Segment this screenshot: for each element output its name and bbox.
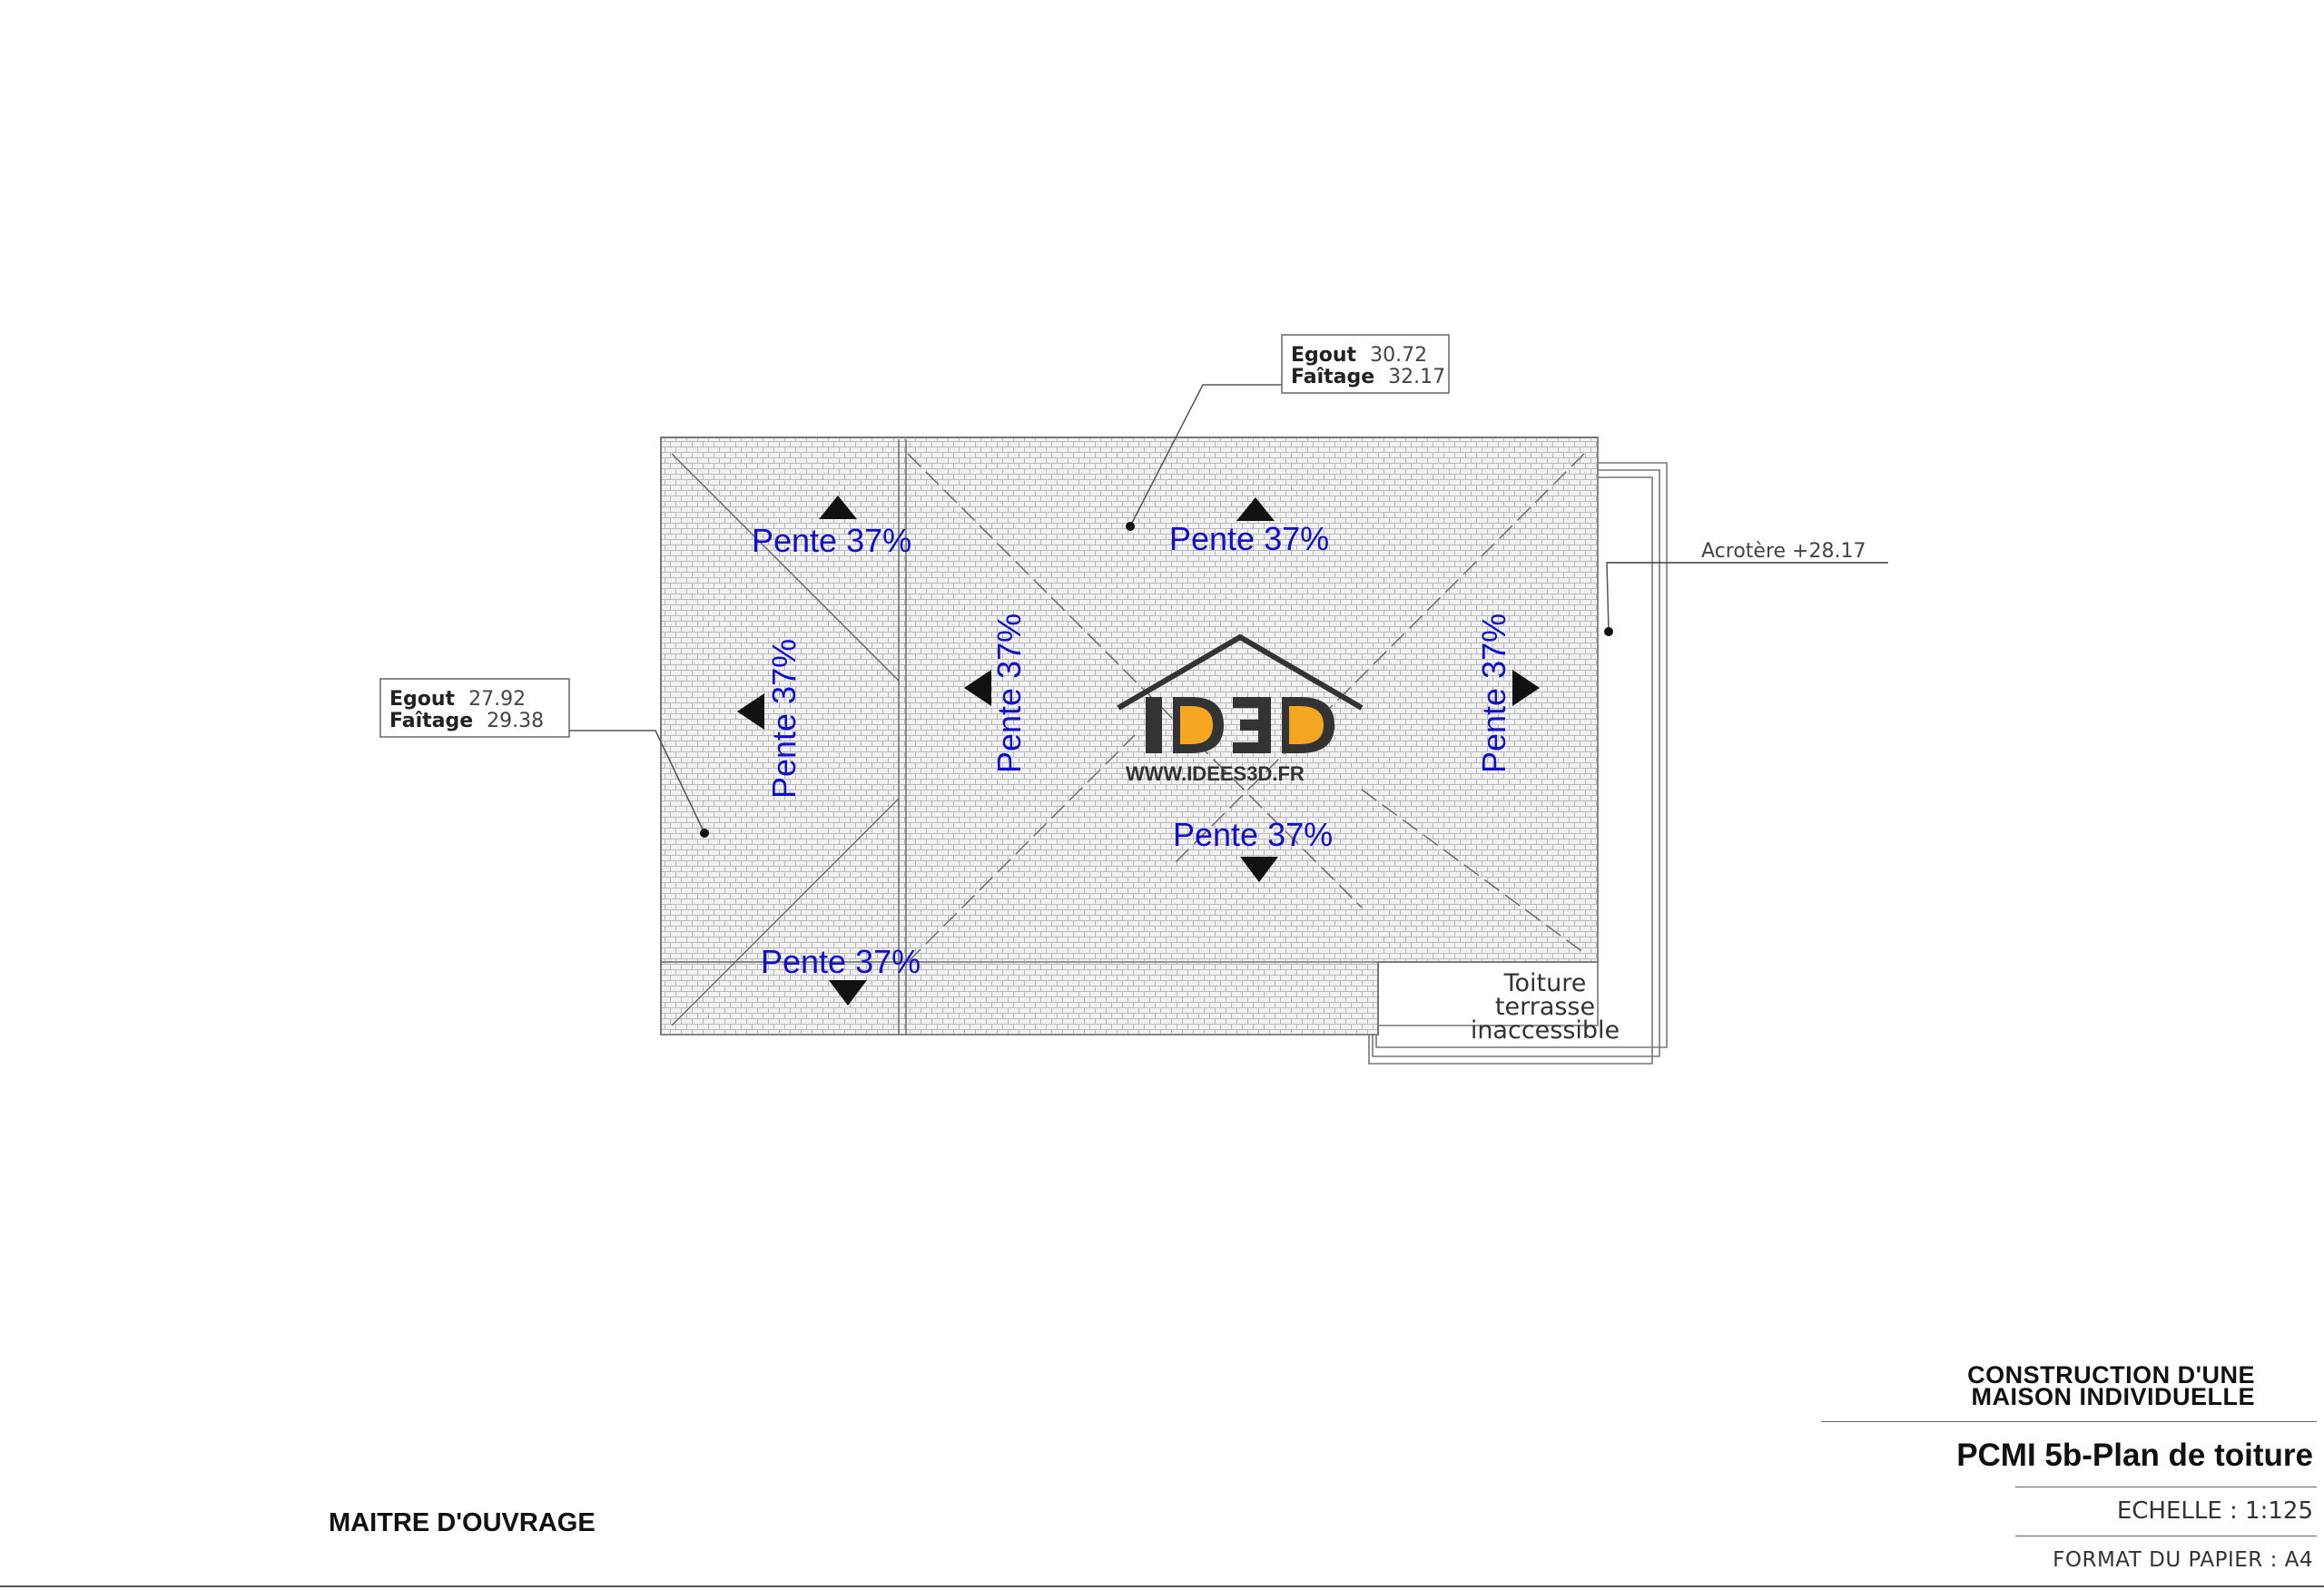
slope-label-south-left: Pente 37% [761, 943, 921, 980]
logo-letter-i [1146, 697, 1162, 753]
arrow-left-west-left [737, 693, 764, 730]
slope-label-north-center: Pente 37% [1169, 520, 1329, 557]
slope-label-north-left: Pente 37% [752, 522, 911, 559]
titleblock-rule-1 [1821, 1421, 2317, 1422]
scale-label: ECHELLE : 1:125 [2116, 1497, 2313, 1525]
terrace-label-line1: Toiture [1503, 969, 1587, 997]
logo-letter-d-1-accent [1180, 706, 1213, 744]
leader-dot-acrotere [1604, 627, 1613, 636]
leader-dot-main [1126, 522, 1135, 531]
project-title-line2: MAISON INDIVIDUELLE [1971, 1383, 2255, 1410]
slope-label-west-center: Pente 37% [990, 613, 1028, 773]
arrow-left-west-center [964, 670, 991, 706]
slope-label-east: Pente 37% [1475, 613, 1512, 773]
arrow-right-east [1512, 670, 1540, 706]
callout-box-main [1281, 334, 1450, 394]
logo-letter-d-2-accent [1289, 706, 1324, 744]
callout-main-egout-value: 30.72 [1370, 344, 1427, 367]
owner-label: MAITRE D'OUVRAGE [329, 1508, 596, 1537]
leader-dot-left [700, 829, 709, 838]
svg-text:Faîtage 29.38: Faîtage 29.38 [389, 710, 544, 732]
callout-left-faitage-label: Faîtage [389, 710, 473, 732]
paper-format-label: FORMAT DU PAPIER : A4 [2053, 1548, 2313, 1572]
slope-label-west-left: Pente 37% [765, 639, 803, 799]
sheet-title: PCMI 5b-Plan de toiture [1956, 1438, 2313, 1473]
arrow-down-south-center [1240, 857, 1278, 882]
watermark-logo: WWW.IDEES3D.FR [1117, 633, 1364, 785]
callout-main-faitage-value: 32.17 [1388, 366, 1445, 388]
roof-tile-area-south [660, 961, 1379, 1035]
watermark-url: WWW.IDEES3D.FR [1126, 762, 1305, 785]
slope-arrows [737, 496, 1540, 1006]
arrow-down-south-left [829, 980, 867, 1006]
svg-text:Faîtage 32.17: Faîtage 32.17 [1291, 366, 1445, 388]
svg-text:Egout 30.72: Egout 30.72 [1291, 344, 1427, 367]
arrow-up-north-center [1236, 497, 1275, 521]
acrotere-label: Acrotère +28.17 [1701, 540, 1866, 563]
terrace-label-line3: inaccessible [1471, 1016, 1620, 1045]
arrow-up-north-left [819, 496, 857, 519]
logo-letter-3 [1233, 697, 1271, 753]
callout-main-egout-label: Egout [1291, 344, 1357, 367]
roof-hips-dashed [907, 453, 1585, 963]
callout-main-faitage-label: Faîtage [1291, 366, 1374, 388]
logo-roof-icon [1117, 633, 1364, 711]
project-title-line1: CONSTRUCTION D'UNE [1967, 1361, 2255, 1389]
roof-ridges [671, 439, 907, 1035]
callout-left-egout-value: 27.92 [468, 688, 526, 711]
terrace-label-line2: terrasse [1495, 993, 1595, 1021]
slope-label-south-center: Pente 37% [1173, 816, 1333, 853]
svg-text:Egout 27.92: Egout 27.92 [389, 688, 526, 711]
callout-box-left [379, 678, 570, 738]
callout-left-faitage-value: 29.38 [487, 710, 544, 732]
callout-left-egout-label: Egout [389, 688, 456, 711]
terrace-outline [1368, 462, 1668, 1065]
